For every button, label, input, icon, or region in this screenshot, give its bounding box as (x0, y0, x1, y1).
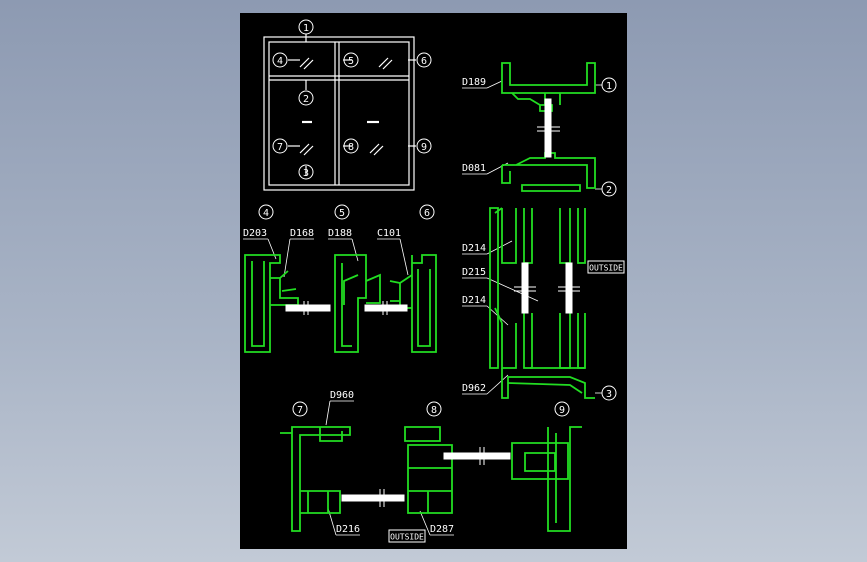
marker-5-section-label: 5 (339, 208, 345, 219)
marker-4-section: 4 (258, 204, 274, 220)
label-d189: D189 (462, 77, 486, 88)
lower-section-glass (341, 447, 511, 507)
marker-9-label: 9 (421, 142, 427, 153)
marker-1-section: 1 (601, 77, 617, 93)
upper-section-glass (285, 301, 408, 315)
profile-d203 (244, 254, 281, 353)
marker-3-label: 3 (303, 168, 309, 179)
marker-9-section-label: 9 (559, 405, 565, 416)
profile-d189 (501, 62, 596, 94)
glass-top-vertical (544, 98, 552, 158)
marker-7: 7 (272, 138, 288, 154)
marker-4-section-label: 4 (263, 208, 269, 219)
glass-sash-right (565, 262, 573, 314)
vertical-section-glass (514, 98, 580, 314)
drawing-sheet: 1 4 5 6 2 7 8 9 3 4 5 6 D203 D168 D188 C… (240, 13, 627, 549)
lower-section-labels: D960 D216 D287 (330, 390, 454, 535)
label-d203: D203 (243, 228, 267, 239)
profile-d216 (300, 490, 341, 514)
label-d216: D216 (336, 524, 360, 535)
label-d081: D081 (462, 163, 486, 174)
marker-6-label: 6 (421, 56, 427, 67)
marker-2-label: 2 (303, 94, 309, 105)
profile-d962 (501, 368, 595, 399)
vertical-section-labels: D189 D081 D214 D215 D214 D962 (462, 77, 486, 394)
marker-7-section: 7 (292, 401, 308, 417)
marker-5: 5 (343, 52, 359, 68)
marker-5-label: 5 (348, 56, 354, 67)
marker-3: 3 (298, 164, 314, 180)
marker-3-section: 3 (601, 385, 617, 401)
outer-frame (263, 36, 415, 191)
upper-section-markers: 4 5 6 (258, 204, 435, 220)
marker-9-section: 9 (554, 401, 570, 417)
label-d214-bottom: D214 (462, 295, 486, 306)
glass-sash-left (521, 262, 529, 314)
marker-2-section: 2 (601, 181, 617, 197)
label-d168: D168 (290, 228, 314, 239)
marker-6: 6 (416, 52, 432, 68)
glass-pane-right (364, 304, 408, 312)
marker-1-label: 1 (303, 23, 309, 34)
marker-7-label: 7 (277, 142, 283, 153)
marker-6-section-label: 6 (424, 208, 430, 219)
marker-8-label: 8 (348, 142, 354, 153)
marker-8-section: 8 (426, 401, 442, 417)
marker-3-section-label: 3 (606, 389, 612, 400)
lower-section-profiles (280, 426, 582, 532)
profile-d081 (502, 152, 596, 189)
profile-right-frame (547, 426, 582, 532)
profile-d203-inner (251, 261, 265, 347)
marker-6-section: 6 (419, 204, 435, 220)
profile-right-sash (511, 442, 569, 480)
vertical-section-leaders (462, 80, 602, 395)
vertical-section-markers: 1 2 3 (601, 77, 617, 401)
marker-4: 4 (272, 52, 288, 68)
profile-d188 (334, 254, 367, 353)
outside-tag-lower-label: OUTSIDE (390, 533, 424, 542)
vertical-section-profiles (489, 62, 596, 399)
outside-tag-lower: OUTSIDE (388, 529, 426, 543)
label-d188: D188 (328, 228, 352, 239)
marker-8: 8 (343, 138, 359, 154)
upper-section-labels: D203 D168 D188 C101 (243, 228, 401, 239)
profile-c101 (411, 254, 437, 353)
lower-section-markers: 7 8 9 (292, 401, 570, 417)
label-d962: D962 (462, 383, 486, 394)
profile-d214-left (489, 207, 499, 369)
label-d287: D287 (430, 524, 454, 535)
profile-d960 (291, 426, 351, 532)
marker-2-section-label: 2 (606, 185, 612, 196)
marker-2: 2 (298, 90, 314, 106)
glass-lower-right (443, 452, 511, 460)
lower-section-leaders (325, 400, 454, 536)
upper-section-profiles (244, 254, 437, 353)
marker-5-section: 5 (334, 204, 350, 220)
marker-8-section-label: 8 (431, 405, 437, 416)
label-d214-top: D214 (462, 243, 486, 254)
outside-tag-vertical-label: OUTSIDE (589, 264, 623, 273)
marker-9: 9 (416, 138, 432, 154)
drawing-canvas: 1 4 5 6 2 7 8 9 3 4 5 6 D203 D168 D188 C… (243, 19, 625, 543)
glass-lower-left (341, 494, 405, 502)
marker-7-section-label: 7 (297, 405, 303, 416)
elevation-markers: 1 4 5 6 2 7 8 9 3 (272, 19, 432, 180)
marker-1-section-label: 1 (606, 81, 612, 92)
label-c101: C101 (377, 228, 401, 239)
marker-1: 1 (298, 19, 314, 35)
marker-4-label: 4 (277, 56, 283, 67)
label-d960: D960 (330, 390, 354, 401)
upper-section-leaders (243, 238, 409, 278)
label-d215: D215 (462, 267, 486, 278)
outside-tag-vertical: OUTSIDE (587, 260, 625, 274)
